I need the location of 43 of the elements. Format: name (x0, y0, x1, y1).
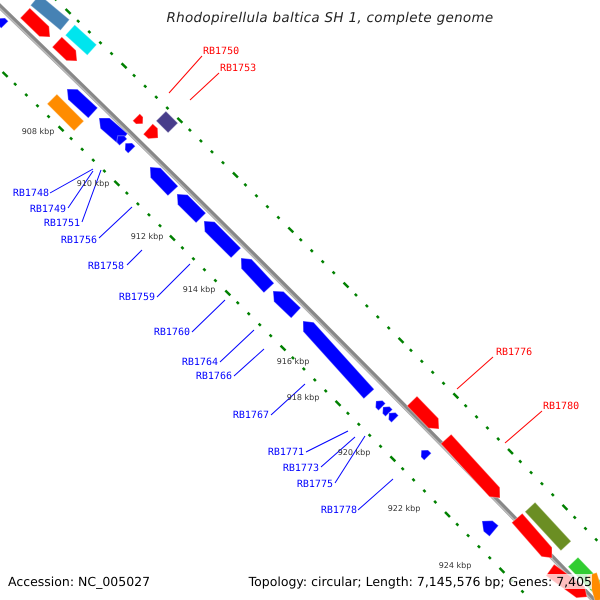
title: Rhodopirellula baltica SH 1, complete genome (166, 10, 494, 26)
gene-label: RB1780 (543, 401, 580, 413)
gene-label: RB1775 (296, 479, 333, 491)
leader-line (220, 330, 254, 362)
gene-label: RB1778 (320, 505, 357, 517)
gene-label: RB1773 (282, 463, 319, 475)
gene-label: RB1767 (232, 410, 269, 422)
leader-line (192, 300, 226, 332)
gene-label: RB1776 (496, 347, 532, 359)
leader-line (504, 410, 542, 444)
scale-label: 912 kbp (130, 232, 164, 242)
gene-label: RB1750 (203, 46, 240, 58)
scale-label: 924 kbp (438, 561, 472, 571)
gene-label: RB1771 (268, 447, 304, 459)
scale-label: 914 kbp (182, 285, 216, 295)
gene-label: RB1756 (60, 235, 97, 247)
genome-summary-text: Topology: circular; Length: 7,145,576 bp; Genes: 7,405 (248, 574, 592, 589)
gene-label: RB1751 (44, 218, 80, 230)
scale-label: 922 kbp (388, 504, 420, 514)
leader-line (456, 356, 494, 390)
gene-label: RB1759 (118, 292, 155, 304)
leader-line (190, 72, 220, 100)
accession-text: Accession: NC_005027 (8, 574, 150, 589)
leader-line (358, 478, 394, 510)
leader-line (234, 348, 264, 376)
gene-label: RB1748 (12, 188, 49, 200)
leader-line (270, 384, 306, 416)
leader-line (334, 436, 366, 484)
leader-line (306, 430, 348, 452)
gene-label: RB1764 (182, 357, 218, 369)
gene-label: RB1753 (220, 63, 256, 75)
gene-label: RB1766 (196, 371, 232, 383)
scale-label: 916 kbp (276, 357, 310, 367)
leader-line (156, 264, 190, 298)
leader-line (126, 250, 142, 266)
gene-label: RB1760 (154, 327, 190, 339)
leader-line (320, 436, 356, 468)
scale-label: 920 kbp (338, 448, 370, 458)
leader-line (168, 56, 202, 94)
gene-label: RB1758 (88, 261, 124, 273)
scale-label: 908 kbp (22, 127, 54, 137)
gene-label: RB1749 (30, 204, 66, 216)
leader-line (98, 206, 132, 238)
